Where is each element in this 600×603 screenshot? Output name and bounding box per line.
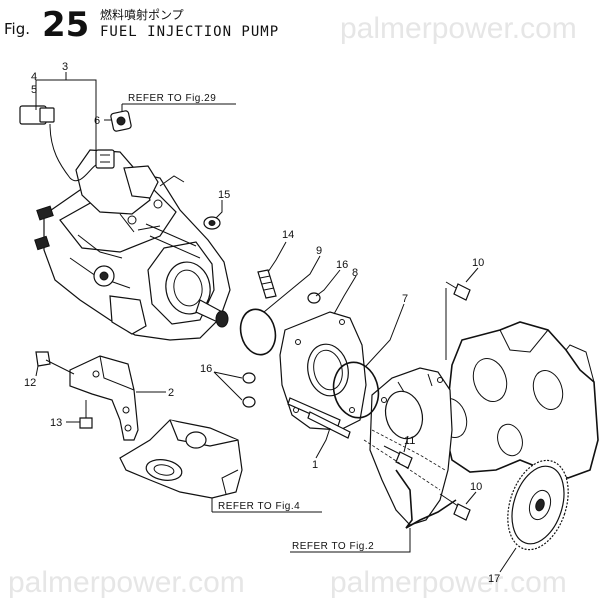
callout-9: 9 xyxy=(316,245,322,257)
callout-7: 7 xyxy=(402,293,408,305)
callouts: 3 4 5 6 15 14 9 16 8 7 10 11 10 16 2 12 … xyxy=(24,61,500,585)
nut xyxy=(203,216,221,230)
pump-bracket xyxy=(69,355,139,441)
callout-13: 13 xyxy=(50,417,62,429)
refer-fig2-label: REFER TO Fig.2 xyxy=(292,541,374,552)
callout-5: 5 xyxy=(31,84,37,96)
figure-title: Fig. 25 燃料噴射ポンプ FUEL INJECTION PUMP xyxy=(4,5,279,45)
callout-15: 15 xyxy=(218,189,230,201)
callout-10-upper: 10 xyxy=(472,257,484,269)
figure-number: 25 xyxy=(42,5,89,45)
callout-4: 4 xyxy=(31,71,37,83)
flange-nuts xyxy=(242,292,321,408)
fuel-cut-solenoid xyxy=(110,110,132,132)
watermark-bottom-left: palmerpower.com xyxy=(8,566,245,598)
engine-block xyxy=(436,321,599,479)
callout-14: 14 xyxy=(282,229,294,241)
bolt-11 xyxy=(383,445,413,469)
stud-bolt xyxy=(257,269,277,299)
bracket-bolt-13 xyxy=(79,400,93,429)
refer-fig29-label: REFER TO Fig.29 xyxy=(128,93,216,104)
bracket-bolt-12 xyxy=(35,351,75,375)
bolt-upper xyxy=(445,281,471,301)
callout-16-lower: 16 xyxy=(200,363,212,375)
callout-2: 2 xyxy=(168,387,174,399)
watermark-top: palmerpower.com xyxy=(340,12,577,45)
callout-10-lower: 10 xyxy=(470,481,482,493)
callout-6: 6 xyxy=(94,115,100,127)
leader-lines xyxy=(35,72,517,573)
solenoid-connector xyxy=(19,105,97,182)
callout-12: 12 xyxy=(24,377,36,389)
o-ring-small xyxy=(239,308,277,356)
callout-3: 3 xyxy=(62,61,68,73)
callout-16-top: 16 xyxy=(336,259,348,271)
o-ring-large xyxy=(332,361,380,419)
bolt-lower xyxy=(439,493,471,521)
crankcase-edge xyxy=(363,439,457,529)
figure-prefix: Fig. xyxy=(4,20,30,38)
refer-fig4-label: REFER TO Fig.4 xyxy=(218,501,300,512)
figure-title-japanese: 燃料噴射ポンプ xyxy=(100,7,184,22)
watermark-bottom-right: palmerpower.com xyxy=(330,566,567,598)
injection-pump xyxy=(34,149,231,341)
adaptor-studs xyxy=(287,397,351,439)
figure-title-english: FUEL INJECTION PUMP xyxy=(100,24,279,40)
callout-11: 11 xyxy=(404,435,415,447)
callout-1: 1 xyxy=(312,459,318,471)
support-block xyxy=(119,419,243,499)
timing-flange-plate xyxy=(369,367,453,526)
callout-17: 17 xyxy=(488,573,500,585)
adaptor-plate xyxy=(279,311,367,431)
callout-8: 8 xyxy=(352,267,358,279)
drive-gear xyxy=(507,459,569,551)
